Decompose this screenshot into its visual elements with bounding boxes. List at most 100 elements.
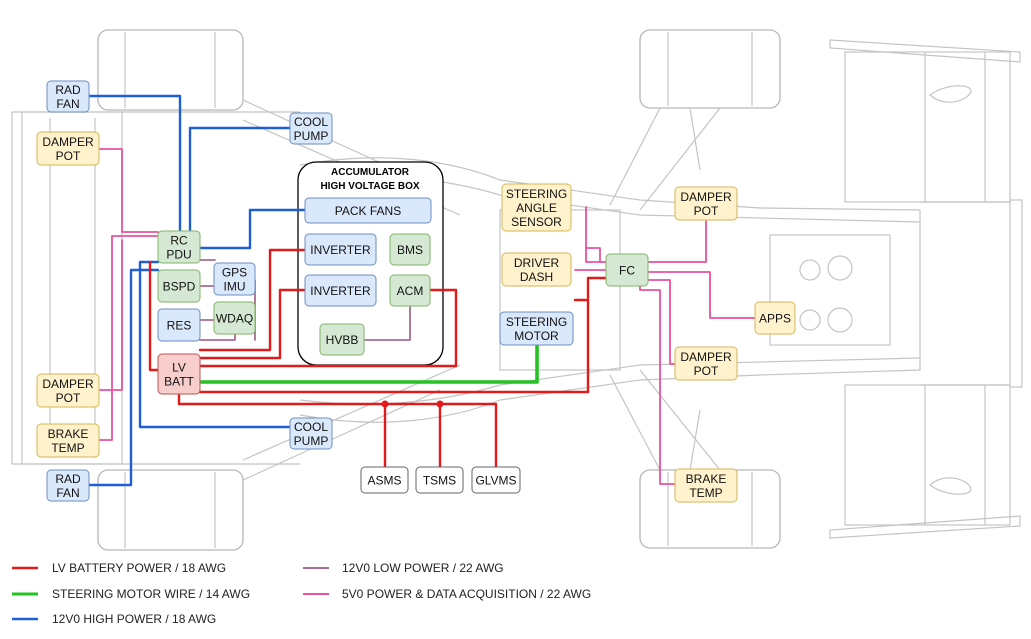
tsms-label-line-1: TSMS [423,474,456,488]
apps[interactable]: APPS [754,301,796,335]
res[interactable]: RES [157,308,201,342]
bms[interactable]: BMS [389,233,431,266]
inverter-1[interactable]: INVERTER [304,233,377,266]
driver-dash-label-line-2: DASH [520,270,553,284]
legend: LV BATTERY POWER / 18 AWG STEERING MOTOR… [12,561,591,626]
inverter-2-label-line-1: INVERTER [310,284,371,298]
asms-label-line-1: ASMS [367,474,401,488]
wires-steering-motor [198,343,539,384]
cool-pump-bottom-label-line-1: COOL [294,420,328,434]
damper-pot-rear-top-label-line-2: POT [56,149,81,163]
tsms[interactable]: TSMS [415,466,464,494]
damper-pot-front-bottom-label-line-2: POT [694,364,719,378]
lv-batt-label-line-1: LV [172,361,186,375]
steering-motor-label-line-2: MOTOR [514,329,559,343]
brake-temp-rear-label-line-2: TEMP [51,441,84,455]
rear-left-tire [97,29,244,111]
rad-fan-top-label-line-2: FAN [56,97,79,111]
hvbb-frame [319,323,365,356]
wdaq[interactable]: WDAQ [213,301,256,335]
fc-label-line-1: FC [619,264,635,278]
accumulator-title-line1: ACCUMULATOR [331,167,410,178]
rad-fan-bottom-label-line-1: RAD [55,472,81,486]
inverter-2[interactable]: INVERTER [304,274,377,307]
fc[interactable]: FC [605,253,649,287]
rear-right-tire [97,469,244,551]
glvms-frame [471,466,521,494]
lv-batt-label-line-2: BATT [164,375,194,389]
asms-frame [360,466,409,494]
apps-label-line-1: APPS [759,312,791,326]
rc-pdu-frame [157,230,201,264]
damper-pot-front-top-label-line-1: DAMPER [680,190,732,204]
bspd-label-line-1: BSPD [163,280,196,294]
legend-item-5v0-power-data: 5V0 POWER & DATA ACQUISITION / 22 AWG [303,587,591,601]
front-left-tire [639,29,781,109]
wires-lv-battery-power [148,248,608,469]
damper-pot-front-top-frame [674,186,738,221]
res-frame [157,308,201,342]
damper-pot-front-bottom-frame [674,346,738,381]
brake-temp-front-label-line-1: BRAKE [686,472,727,486]
legend-label-12v0-low-power: 12V0 LOW POWER / 22 AWG [342,561,504,575]
glvms[interactable]: GLVMS [471,466,521,494]
bspd[interactable]: BSPD [157,269,201,303]
hvbb[interactable]: HVBB [319,323,365,356]
cool-pump-top-frame [289,112,333,145]
res-label-line-1: RES [167,319,192,333]
rc-pdu-label-line-1: RC [170,234,188,248]
bspd-frame [157,269,201,303]
rc-pdu-label-line-2: PDU [166,248,191,262]
cool-pump-bottom-label-line-2: PUMP [294,434,329,448]
rad-fan-top-frame [46,80,90,113]
legend-item-lv-battery-power: LV BATTERY POWER / 18 AWG [12,561,226,575]
acm[interactable]: ACM [389,274,431,307]
legend-label-5v0-power-data: 5V0 POWER & DATA ACQUISITION / 22 AWG [342,587,591,601]
glvms-label-line-1: GLVMS [475,474,516,488]
cool-pump-top-label-line-2: PUMP [294,129,329,143]
damper-pot-rear-bottom-label-line-1: DAMPER [42,377,94,391]
legend-label-lv-battery-power: LV BATTERY POWER / 18 AWG [52,561,226,575]
inverter-1-label-line-1: INVERTER [310,243,371,257]
inverter-2-frame [304,274,377,307]
pack-fans-label-line-1: PACK FANS [335,204,401,218]
asms[interactable]: ASMS [360,466,409,494]
legend-label-steering-motor-wire: STEERING MOTOR WIRE / 14 AWG [52,587,250,601]
lv-batt-frame [157,353,201,395]
damper-pot-front-bottom-label-line-1: DAMPER [680,350,732,364]
wdaq-frame [213,301,256,335]
acm-label-line-1: ACM [397,284,424,298]
bms-label-line-1: BMS [397,243,423,257]
steering-angle-sensor-label-line-3: SENSOR [511,215,562,229]
acm-frame [389,274,431,307]
brake-temp-front-label-line-2: TEMP [689,486,722,500]
legend-label-12v0-high-power: 12V0 HIGH POWER / 18 AWG [52,612,216,626]
wires-5v0-power-data [99,148,757,485]
fc-frame [605,253,649,287]
brake-temp-rear-frame [36,423,100,458]
driver-dash-label-line-1: DRIVER [514,256,560,270]
rad-fan-bottom-label-line-2: FAN [56,486,79,500]
tsms-frame [415,466,464,494]
driver-dash-frame [501,252,572,287]
pack-fans[interactable]: PACK FANS [304,197,432,224]
legend-item-12v0-low-power: 12V0 LOW POWER / 22 AWG [303,561,504,575]
rad-fan-top-label-line-1: RAD [55,83,81,97]
brake-temp-rear-label-line-1: BRAKE [48,427,89,441]
